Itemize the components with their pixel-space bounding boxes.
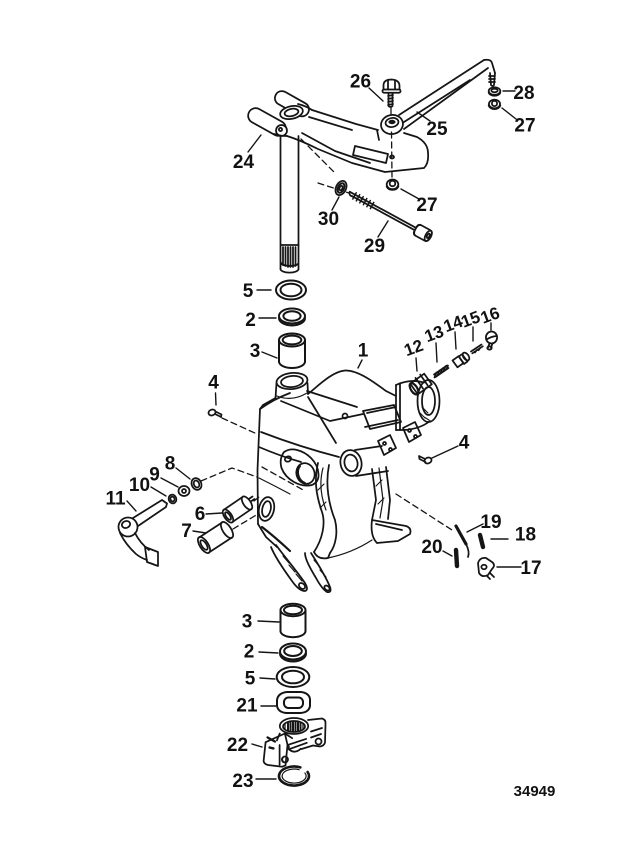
svg-text:27: 27 xyxy=(514,116,535,137)
svg-text:4: 4 xyxy=(208,373,219,394)
svg-text:10: 10 xyxy=(129,475,150,496)
svg-text:5: 5 xyxy=(245,669,256,690)
svg-text:34949: 34949 xyxy=(514,783,556,800)
svg-text:7: 7 xyxy=(181,521,192,542)
svg-text:2: 2 xyxy=(244,642,255,663)
svg-text:9: 9 xyxy=(149,465,160,486)
svg-text:3: 3 xyxy=(250,341,261,362)
svg-text:2: 2 xyxy=(245,310,256,331)
svg-text:25: 25 xyxy=(426,119,448,140)
svg-text:28: 28 xyxy=(513,83,534,104)
svg-text:22: 22 xyxy=(227,735,248,756)
svg-text:24: 24 xyxy=(233,152,255,173)
svg-text:19: 19 xyxy=(480,512,501,533)
svg-text:17: 17 xyxy=(520,558,541,579)
svg-text:29: 29 xyxy=(364,236,385,257)
svg-text:6: 6 xyxy=(195,504,206,525)
svg-text:12: 12 xyxy=(402,336,426,360)
svg-text:5: 5 xyxy=(243,281,254,302)
svg-text:20: 20 xyxy=(421,537,442,558)
svg-text:27: 27 xyxy=(416,195,437,216)
svg-text:8: 8 xyxy=(165,454,176,475)
svg-text:23: 23 xyxy=(232,771,253,792)
svg-text:1: 1 xyxy=(358,341,369,362)
svg-text:26: 26 xyxy=(350,72,371,93)
svg-text:21: 21 xyxy=(236,696,258,717)
svg-text:3: 3 xyxy=(242,612,253,633)
svg-text:11: 11 xyxy=(105,489,126,510)
svg-text:30: 30 xyxy=(318,209,339,230)
svg-text:18: 18 xyxy=(515,525,536,546)
svg-text:4: 4 xyxy=(459,433,470,454)
